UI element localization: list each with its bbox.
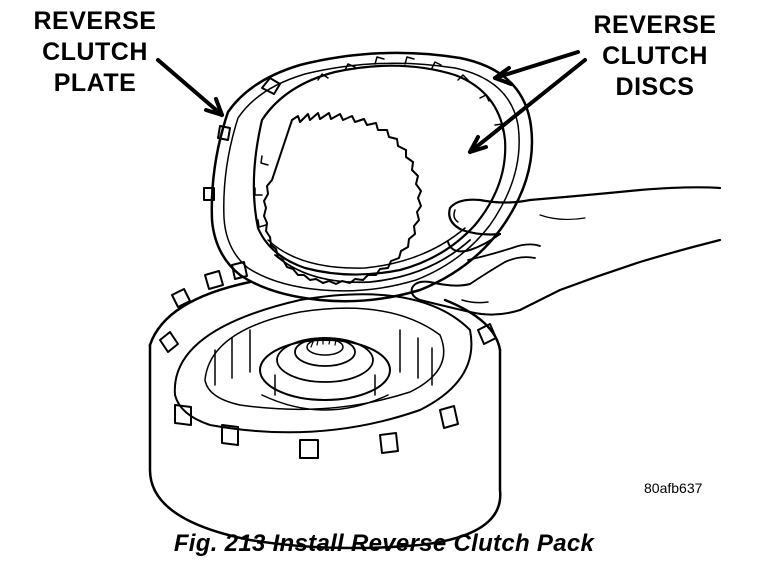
reverse-clutch-discs <box>252 56 507 285</box>
plate-arrow <box>156 58 224 117</box>
reverse-clutch-plate <box>203 51 534 303</box>
reverse-clutch-plate-label: REVERSE CLUTCH PLATE <box>20 6 170 99</box>
discs-label-line-3: DISCS <box>615 73 695 101</box>
discs-label-line-2: CLUTCH <box>602 42 708 70</box>
leader-arrows <box>156 50 587 154</box>
plate-label-line-2: CLUTCH <box>42 38 148 66</box>
figure-caption: Fig. 213 Install Reverse Clutch Pack <box>173 530 595 557</box>
plate-label-line-3: PLATE <box>53 69 137 97</box>
image-reference-code: 80afb637 <box>644 480 703 496</box>
reverse-clutch-discs-label: REVERSE CLUTCH DISCS <box>580 10 730 103</box>
discs-arrow-outer <box>493 50 580 80</box>
discs-arrow-inner <box>468 58 587 154</box>
hand <box>410 186 722 316</box>
plate-label-line-1: REVERSE <box>33 7 157 35</box>
discs-label-line-1: REVERSE <box>593 11 717 39</box>
transmission-housing <box>148 261 502 550</box>
